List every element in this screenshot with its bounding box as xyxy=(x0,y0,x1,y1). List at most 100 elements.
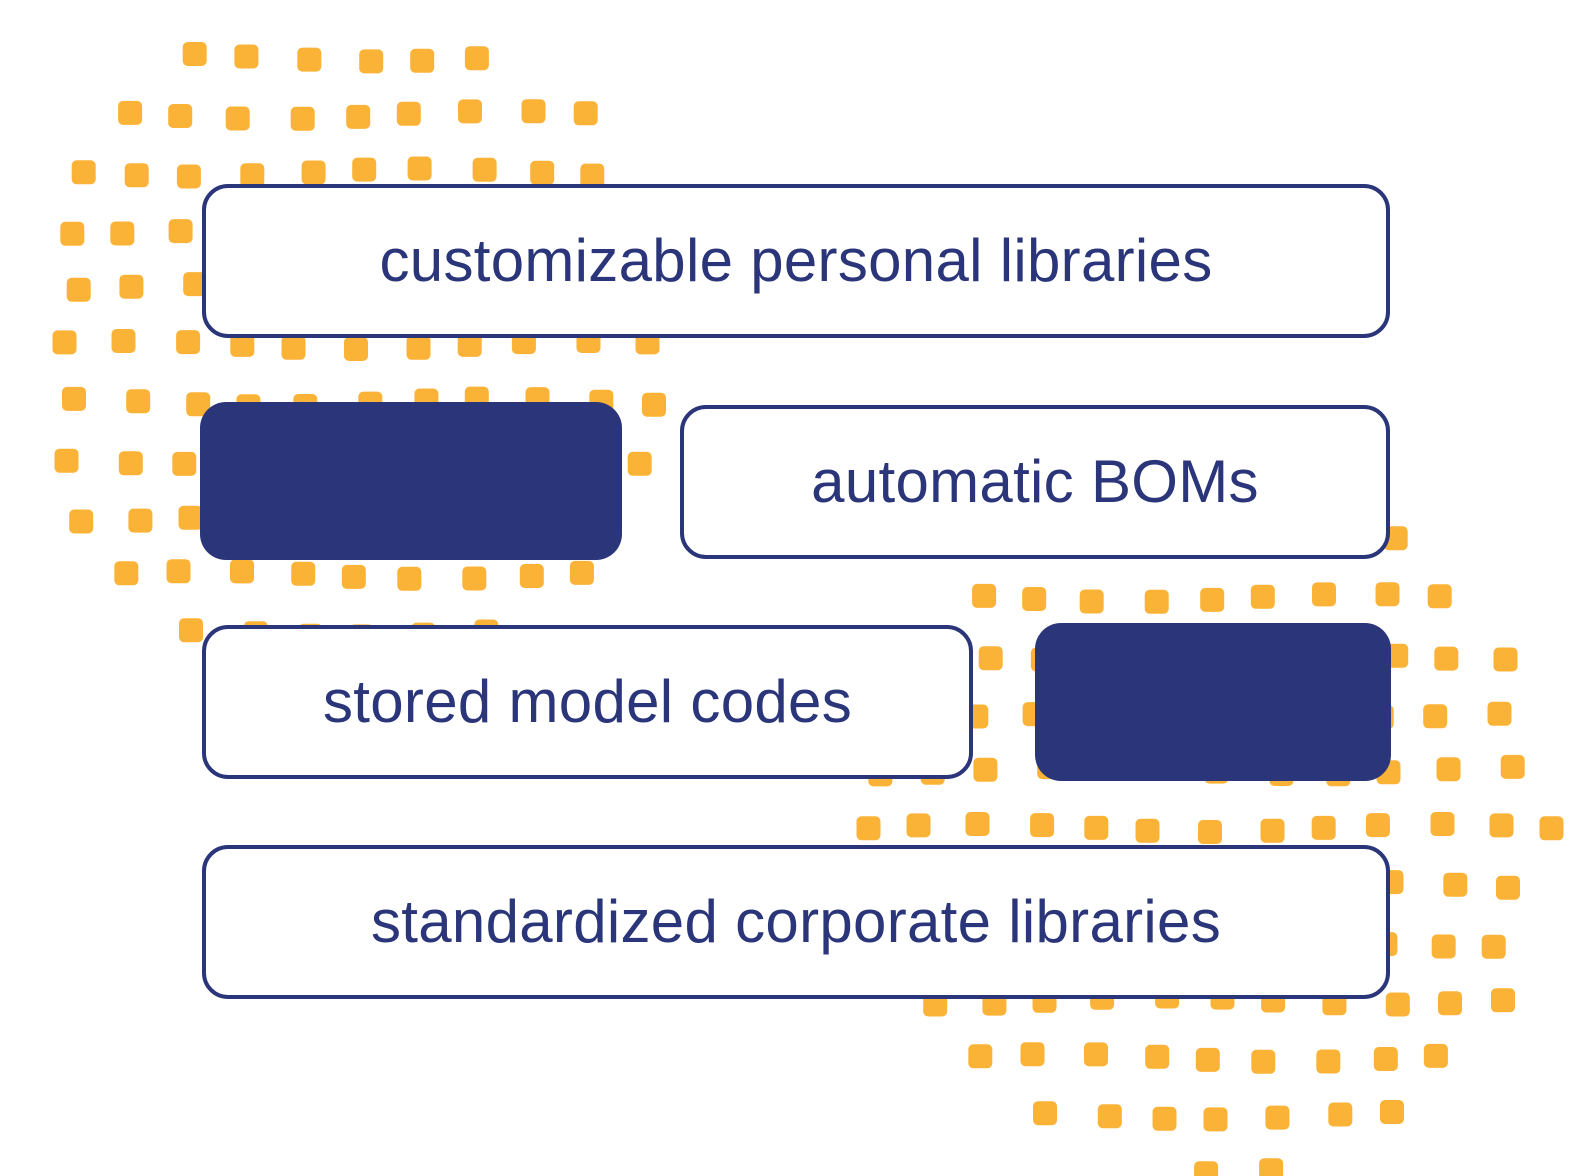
halftone-dot xyxy=(172,451,197,476)
halftone-dot xyxy=(1423,1043,1448,1068)
halftone-dot xyxy=(166,559,191,584)
halftone-dot xyxy=(978,646,1003,671)
halftone-dot xyxy=(530,160,555,185)
halftone-dot xyxy=(1203,1107,1228,1132)
halftone-dot xyxy=(458,99,482,124)
halftone-dot xyxy=(119,274,144,299)
halftone-dot xyxy=(118,100,143,125)
halftone-dot xyxy=(1265,1105,1290,1130)
halftone-dot xyxy=(457,332,482,357)
halftone-dot xyxy=(472,157,497,182)
halftone-dot xyxy=(1385,992,1410,1017)
halftone-dot xyxy=(569,560,594,585)
halftone-dot xyxy=(406,335,431,360)
halftone-dot xyxy=(1030,813,1055,838)
halftone-dot xyxy=(225,106,250,131)
halftone-dot xyxy=(968,1044,993,1069)
halftone-dot xyxy=(118,451,143,476)
halftone-dot xyxy=(178,505,203,530)
halftone-dot xyxy=(297,47,322,72)
halftone-dot xyxy=(301,160,326,185)
halftone-dot xyxy=(1152,1106,1177,1131)
halftone-dot xyxy=(521,99,546,124)
halftone-dot xyxy=(1328,1102,1353,1127)
halftone-dot xyxy=(290,106,315,131)
automatic-boms-label: automatic BOMs xyxy=(811,448,1259,515)
halftone-dot xyxy=(126,389,151,414)
halftone-dot xyxy=(519,564,544,588)
halftone-dot xyxy=(1312,582,1336,607)
halftone-dot xyxy=(407,156,432,181)
halftone-dot xyxy=(1084,1042,1108,1067)
halftone-dot xyxy=(1380,1100,1404,1124)
corporate-libraries-label: standardized corporate libraries xyxy=(370,888,1222,955)
corporate-libraries-box: standardized corporate libraries xyxy=(202,845,1390,999)
stored-model-codes-label: stored model codes xyxy=(322,668,853,735)
halftone-dot xyxy=(352,157,377,182)
halftone-dot xyxy=(1493,647,1518,672)
personal-libraries-label: customizable personal libraries xyxy=(379,227,1213,294)
halftone-dot xyxy=(1195,1047,1220,1072)
halftone-dot xyxy=(1194,1161,1219,1176)
halftone-dot xyxy=(62,386,86,411)
halftone-dot xyxy=(1438,991,1462,1016)
halftone-dot xyxy=(1311,815,1336,840)
halftone-dot xyxy=(973,757,998,782)
halftone-dot xyxy=(1144,589,1169,614)
halftone-dot xyxy=(1491,988,1515,1013)
halftone-dot xyxy=(573,101,598,126)
halftone-dot xyxy=(906,813,931,838)
automatic-boms-box: automatic BOMs xyxy=(680,405,1390,559)
halftone-dot xyxy=(182,42,207,66)
halftone-dot xyxy=(1500,754,1525,779)
halftone-dot xyxy=(54,448,79,473)
filled-block-left xyxy=(200,402,622,560)
halftone-dot xyxy=(410,48,435,73)
halftone-dot xyxy=(462,566,487,591)
halftone-dot xyxy=(341,564,366,589)
halftone-dot xyxy=(186,392,211,417)
halftone-dot xyxy=(128,508,153,533)
personal-libraries-box: customizable personal libraries xyxy=(202,184,1390,338)
halftone-dot xyxy=(1084,815,1109,840)
halftone-dot xyxy=(124,163,149,188)
halftone-dot xyxy=(1365,813,1390,838)
halftone-dot xyxy=(1200,587,1225,612)
halftone-dot xyxy=(1375,582,1400,607)
halftone-dot xyxy=(1423,704,1448,729)
halftone-dot xyxy=(168,104,193,128)
halftone-dot xyxy=(1316,1049,1341,1074)
halftone-dot xyxy=(856,816,881,841)
halftone-dot xyxy=(66,277,91,302)
halftone-dot xyxy=(346,104,371,129)
halftone-dot xyxy=(1427,584,1452,609)
halftone-dot xyxy=(1430,812,1455,836)
halftone-dot xyxy=(1250,584,1275,609)
halftone-dot xyxy=(1135,818,1160,843)
halftone-dot xyxy=(1487,701,1512,726)
halftone-dot xyxy=(1260,818,1285,843)
halftone-dot xyxy=(396,101,421,126)
halftone-dot xyxy=(114,561,139,586)
halftone-dot xyxy=(110,221,135,246)
halftone-dot xyxy=(71,160,96,185)
halftone-dot xyxy=(580,163,605,188)
stored-model-codes-box: stored model codes xyxy=(202,625,973,779)
halftone-dot xyxy=(176,330,201,355)
halftone-dot xyxy=(69,509,94,534)
halftone-dot xyxy=(281,335,306,360)
halftone-dot xyxy=(230,332,255,357)
halftone-dot xyxy=(1539,816,1564,841)
halftone-dot xyxy=(1251,1049,1276,1074)
halftone-dot xyxy=(52,330,77,355)
halftone-dot xyxy=(972,583,997,608)
halftone-dot xyxy=(183,272,208,297)
halftone-dot xyxy=(344,337,368,361)
halftone-dot xyxy=(965,812,990,836)
halftone-dot xyxy=(240,163,265,188)
halftone-dot xyxy=(1481,934,1506,959)
halftone-dot xyxy=(1097,1104,1122,1129)
halftone-dot xyxy=(1431,934,1456,959)
halftone-dot xyxy=(1496,875,1520,900)
